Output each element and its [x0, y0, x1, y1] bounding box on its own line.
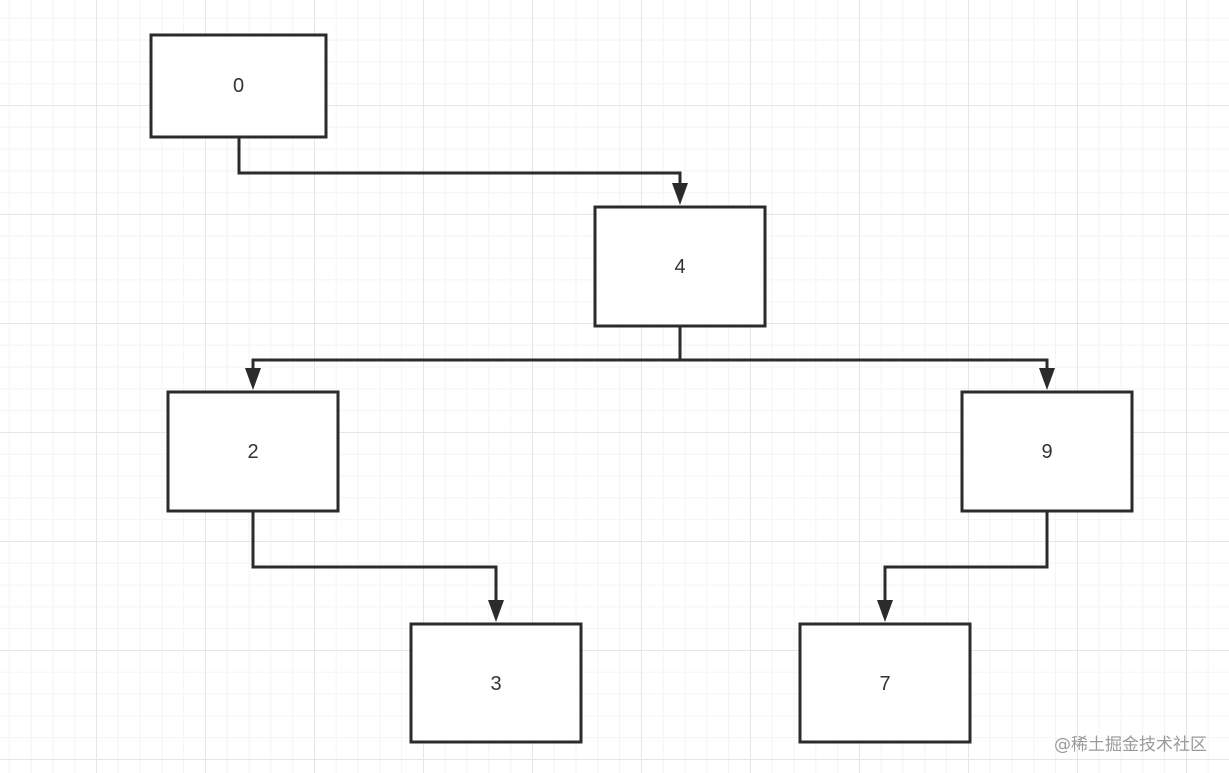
edge-4-to-9 [680, 358, 1055, 390]
node-label: 4 [674, 256, 685, 278]
tree-node-0: 0 [149, 33, 328, 139]
node-label: 7 [879, 673, 890, 695]
edge-0-to-4 [237, 137, 688, 205]
edge-9-to-7 [877, 512, 1049, 622]
edges [237, 137, 1055, 622]
node-label: 9 [1041, 441, 1052, 463]
tree-node-4: 4 [593, 205, 767, 328]
edge-2-to-3 [251, 512, 504, 622]
node-label: 2 [247, 441, 258, 463]
tree-node-2: 2 [166, 390, 340, 513]
tree-node-7: 7 [798, 622, 972, 744]
node-label: 0 [233, 75, 244, 97]
watermark-text: @稀土掘金技术社区 [1054, 735, 1207, 755]
node-label: 3 [490, 673, 501, 695]
edge-4-to-2 [245, 327, 682, 390]
tree-node-9: 9 [960, 390, 1134, 513]
tree-node-3: 3 [409, 622, 583, 744]
